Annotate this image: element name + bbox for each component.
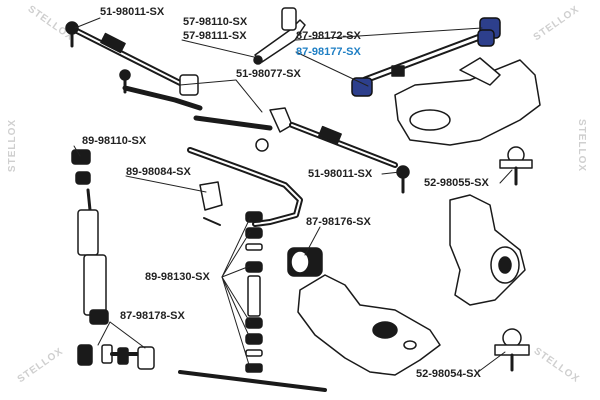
link-kit-stack (245, 211, 263, 373)
label-ball-joint-bottom: 52-98054-SX (416, 368, 481, 380)
label-link-b: 57-98111-SX (183, 30, 247, 42)
tie-rod-mid (119, 69, 293, 152)
label-tie-rod-mid: 51-98077-SX (236, 68, 301, 80)
steering-knuckle (449, 194, 526, 306)
upper-control-arm (394, 57, 541, 146)
label-arm-bushing: 87-98176-SX (306, 216, 371, 228)
label-stabilizer-link: 89-98110-SX (82, 135, 147, 147)
label-link-kit: 89-98130-SX (145, 271, 210, 283)
stabilizer-link-bushings (71, 149, 91, 185)
tie-rod-top (65, 21, 193, 91)
label-strut-bushing: 87-98178-SX (120, 310, 185, 322)
torsion-bar (178, 370, 327, 392)
label-ball-joint-top: 52-98055-SX (424, 177, 489, 189)
lower-control-arm (297, 274, 441, 376)
label-tie-rod-top: 51-98011-SX (100, 6, 165, 18)
ball-joint-bottom (494, 328, 530, 372)
label-tie-rod-end: 51-98011-SX (308, 168, 373, 180)
arm-shaft-bushings (351, 17, 501, 97)
strut-bushings (77, 344, 155, 370)
label-link-a: 57-98110-SX (183, 16, 248, 28)
lower-arm-bushing (287, 247, 323, 277)
leader-lines (73, 17, 513, 373)
label-bushing-a: 87-98172-SX (296, 30, 361, 42)
tie-rod-bottom (289, 122, 410, 194)
shock-absorber (77, 188, 109, 325)
label-stabilizer-bushing: 89-98084-SX (126, 166, 191, 178)
stabilizer-bar (187, 147, 303, 227)
ball-joint-top (499, 146, 533, 186)
label-bushing-b: 87-98177-SX (296, 46, 361, 58)
